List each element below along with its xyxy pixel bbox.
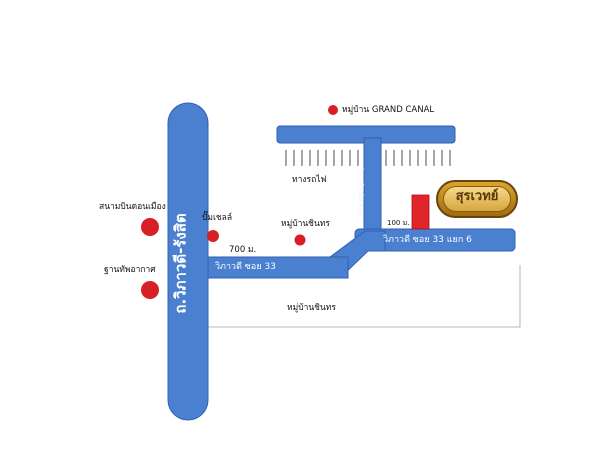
soi33-label: วิภาวดี ซอย 33 — [215, 262, 276, 272]
gas-station-label: ปั๊มเชลล์ — [202, 213, 233, 223]
stadium-label: สนามบินดอนเมือง — [99, 202, 166, 212]
grand-canal-dot — [328, 105, 338, 115]
bynintorn-upper-label: หมู่บ้านชินทร — [281, 219, 330, 229]
distance-700-label: 700 ม. — [229, 245, 257, 255]
bynintorn-dot — [294, 234, 306, 246]
suravet-logo: สุรเวทย์ — [436, 180, 518, 218]
railway-label: ทางรถไฟ — [292, 175, 327, 185]
weather-dept-label: ฐานทัพอากาศ — [104, 265, 156, 275]
stadium-dot — [141, 218, 159, 236]
main-road — [167, 102, 209, 421]
vertical-soi-label: วิภาวดีรังสิต ซอย — [356, 167, 365, 216]
grand-canal-label: หมู่บ้าน GRAND CANAL — [342, 105, 435, 115]
logo-name: สุรเวทย์ — [455, 189, 499, 204]
gas-station-dot — [207, 230, 219, 242]
weather-dept-dot — [141, 281, 159, 299]
soi33-6-label: วิภาวดี ซอย 33 แยก 6 — [383, 235, 472, 245]
logo-badge — [443, 186, 511, 212]
bynintorn-lower-label: หมู่บ้านชินทร — [287, 303, 336, 313]
main-road-label: ถ.วิภาวดี-รังสิต — [171, 213, 190, 314]
destination-marker — [411, 194, 430, 230]
distance-100-label: 100 ม. — [387, 219, 410, 227]
